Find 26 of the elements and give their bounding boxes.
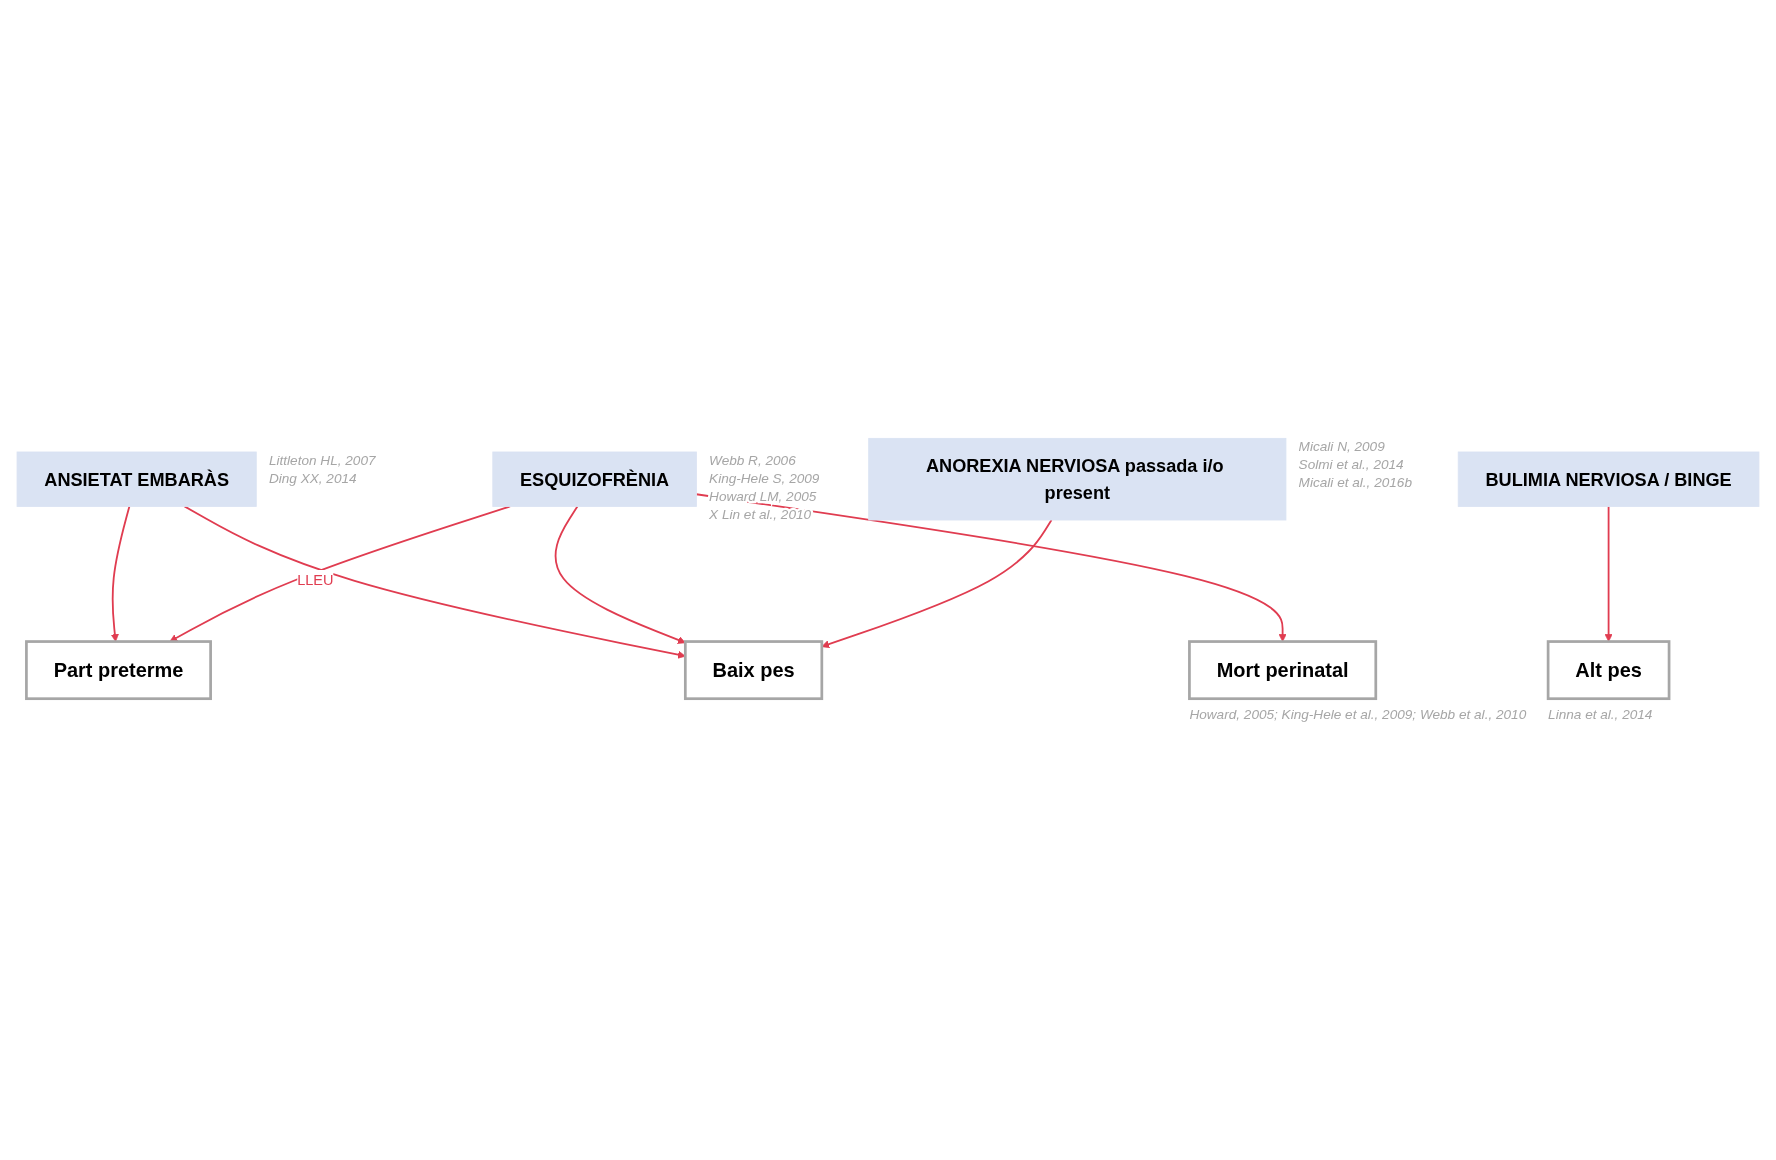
citation-text: Linna et al., 2014: [1548, 706, 1653, 722]
citation-text: Ding XX, 2014: [268, 470, 357, 486]
node-box: ANOREXIA NERVIOSA passada i/o present: [868, 437, 1287, 521]
node-box: Part preterme: [25, 640, 212, 701]
arrow: [695, 493, 1287, 642]
arrow: [110, 505, 131, 642]
edge-label: LLEU: [297, 572, 334, 589]
arrow: [821, 519, 1053, 649]
node-box: Alt pes: [1546, 640, 1671, 701]
arrow: [554, 505, 686, 644]
arrow: [1604, 505, 1613, 642]
arrow: [183, 505, 686, 659]
node-box: BULIMIA NERVIOSA / BINGE: [1457, 451, 1760, 507]
node-box: ANSIETAT EMBARÀS: [16, 451, 257, 507]
citation-text: Littleton HL, 2007: [268, 452, 376, 468]
citation-text: X Lin et al., 2010: [709, 507, 812, 523]
node-box: Baix pes: [683, 640, 824, 701]
node-box: Mort perinatal: [1188, 640, 1378, 701]
citation-text: King-Hele S, 2009: [709, 470, 820, 486]
citation-text: Solmi et al., 2014: [1298, 457, 1404, 473]
arrow: [169, 505, 511, 642]
citation-text: Webb R, 2006: [709, 452, 796, 468]
citation-text: Howard, 2005; King-Hele et al., 2009; Webb et al., 2010: [1189, 706, 1527, 722]
node-box: ESQUIZOFRÈNIA: [492, 451, 697, 507]
citation-text: Micali N, 2009: [1298, 439, 1385, 455]
citation-text: Micali et al., 2016b: [1298, 475, 1412, 491]
